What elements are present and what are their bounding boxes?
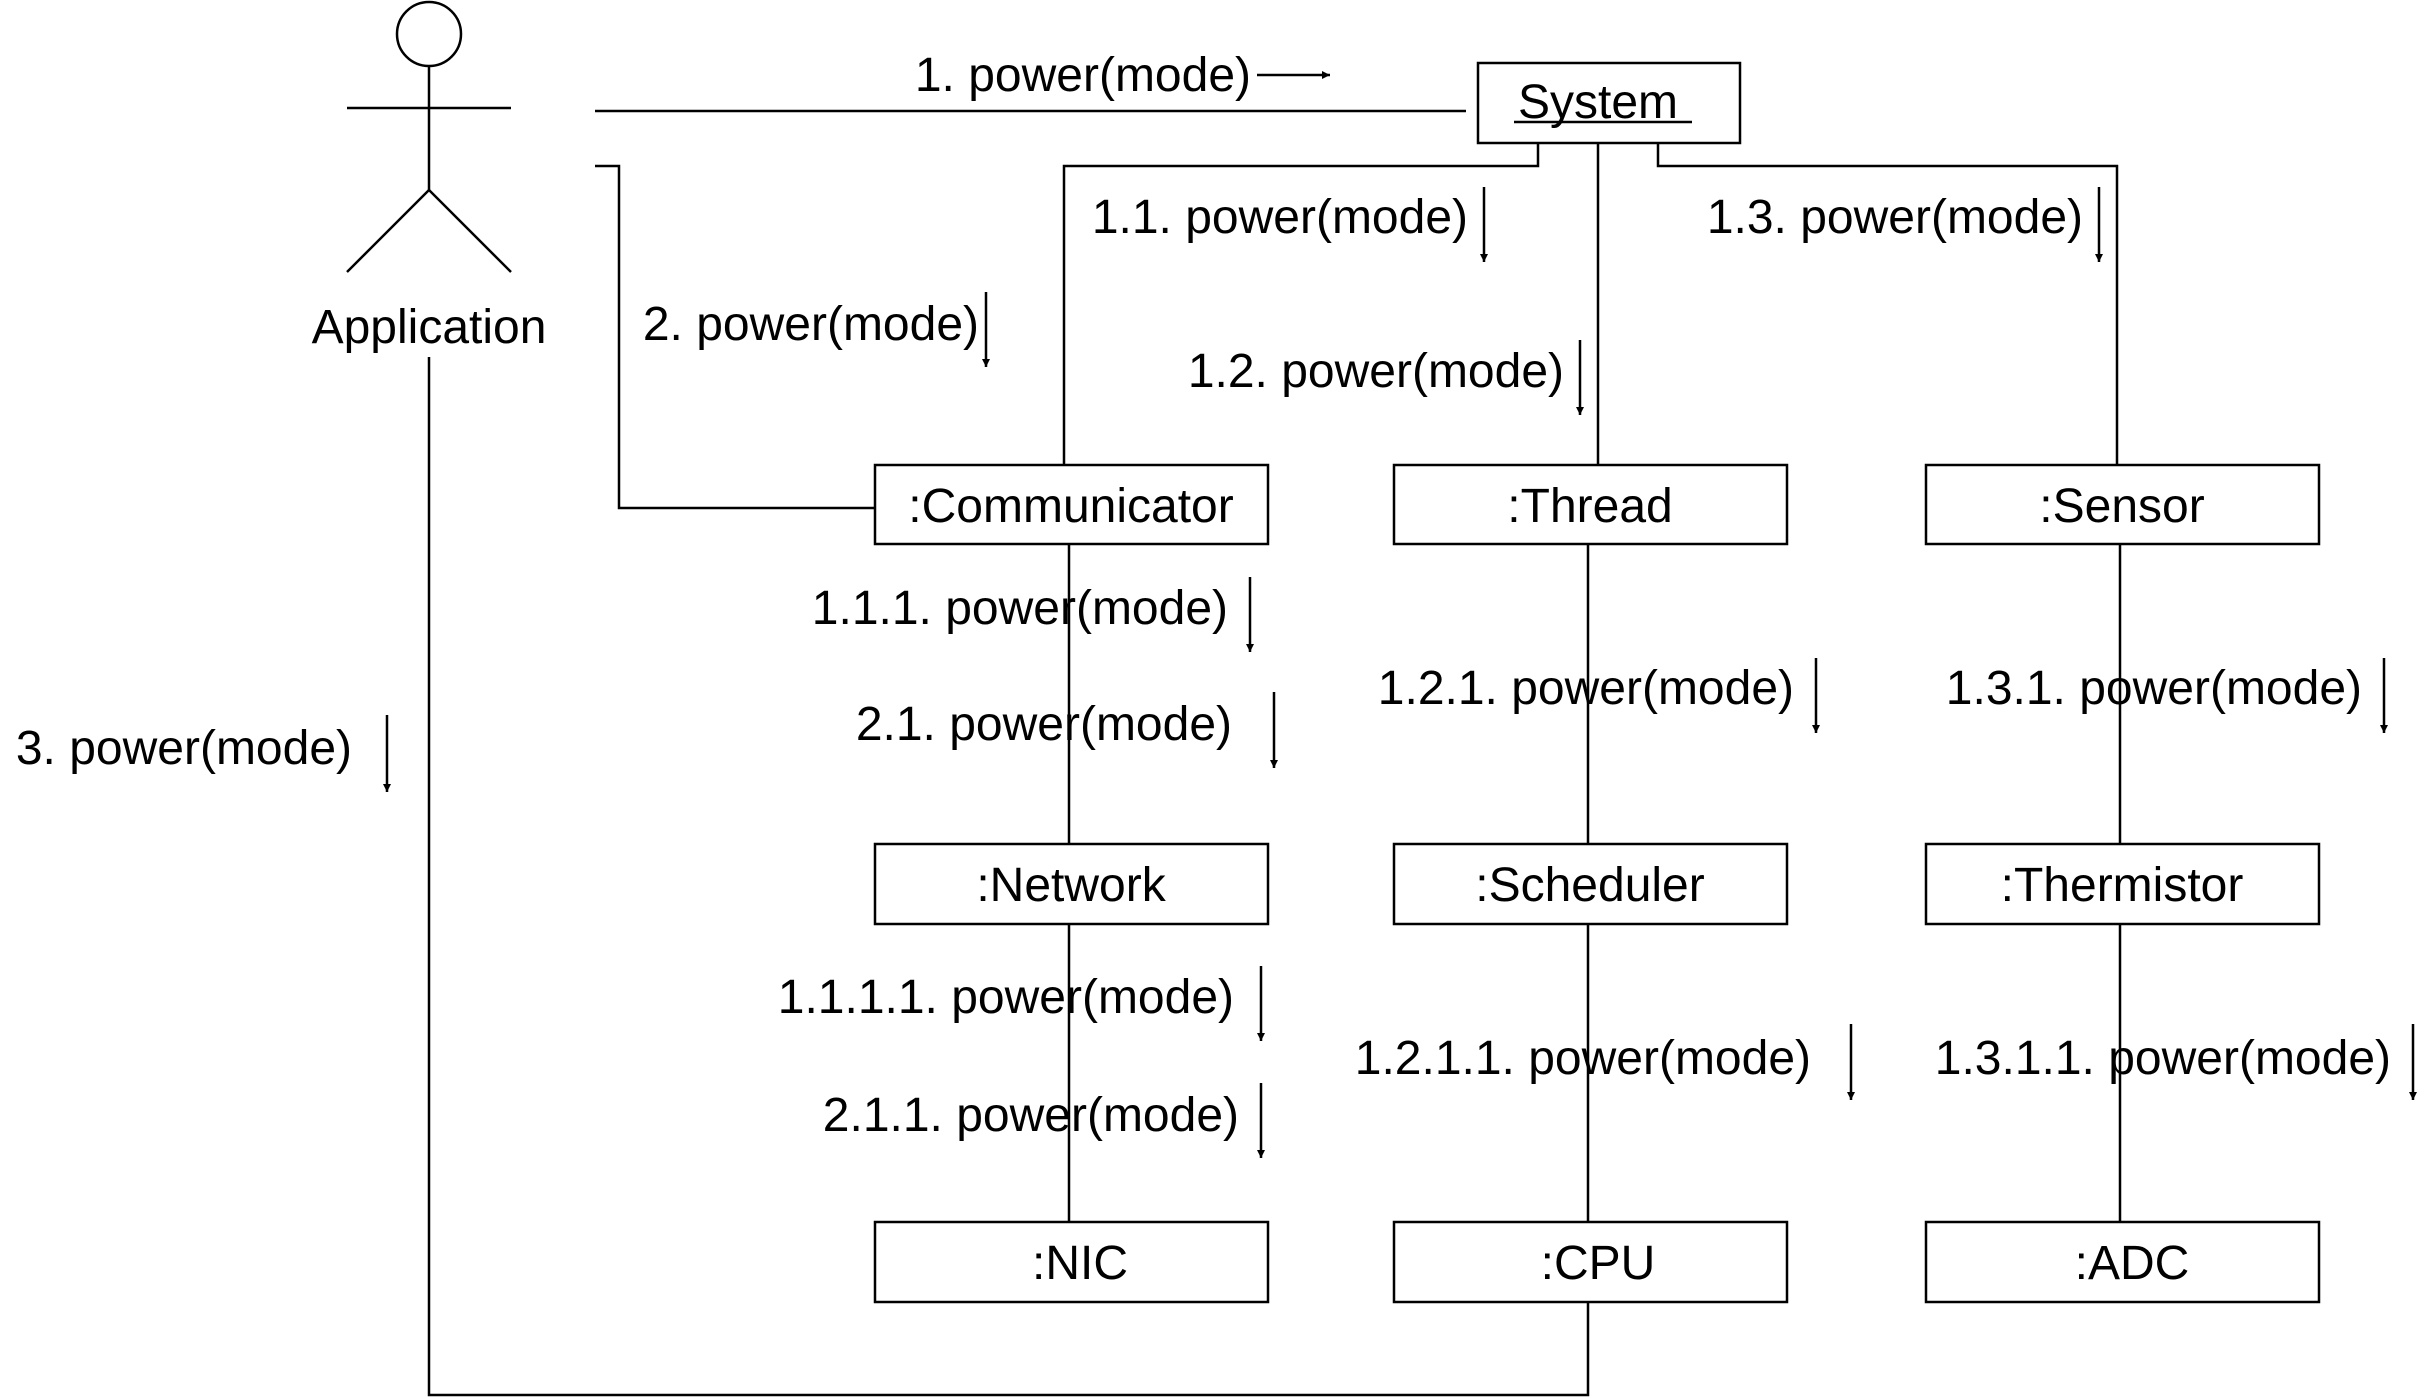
object-label: :Thread [1507,480,1672,533]
object-sensor[interactable]: :Sensor [1924,463,2321,546]
link-application-communicator [595,164,875,510]
object-nic[interactable]: :NIC [873,1220,1270,1304]
object-cpu[interactable]: :CPU [1392,1220,1789,1304]
link-system-communicator [1062,143,1540,465]
message-3: 3. power(mode) [16,722,352,775]
object-label: :CPU [1541,1237,1656,1290]
object-label: System [1518,76,1678,129]
object-box [873,842,1270,926]
message-1-2-1-1: 1.2.1.1. power(mode) [1355,1032,1811,1085]
actor-head [395,0,463,68]
object-box [873,463,1270,546]
links [427,109,2122,1397]
message-labels: 1. power(mode) 1.1. power(mode) 1.3. pow… [16,49,2391,1142]
object-label: :NIC [1032,1237,1128,1290]
object-box [1392,842,1789,926]
message-2: 2. power(mode) [643,298,979,351]
object-box [1924,463,2321,546]
message-1: 1. power(mode) [915,49,1251,102]
message-1-1-1-1: 1.1.1.1. power(mode) [778,971,1234,1024]
message-1-3: 1.3. power(mode) [1707,191,2083,244]
object-label: :Scheduler [1475,859,1704,912]
object-thermistor[interactable]: :Thermistor [1924,842,2321,926]
object-adc[interactable]: :ADC [1924,1220,2321,1304]
object-label: :ADC [2075,1237,2190,1290]
object-label: :Sensor [2039,480,2204,533]
message-arrows [383,71,2417,1158]
object-box [1924,842,2321,926]
actor-left-leg [346,189,430,273]
link-application-cpu [427,357,1590,1397]
message-1-1: 1.1. power(mode) [1092,191,1468,244]
object-box [1924,1220,2321,1304]
application-actor[interactable] [346,0,512,273]
object-system[interactable]: System [1476,61,1742,145]
message-1-3-1-1: 1.3.1.1. power(mode) [1935,1032,2391,1085]
message-1-1-1: 1.1.1. power(mode) [812,582,1228,635]
object-label: :Network [976,859,1166,912]
object-box [873,1220,1270,1304]
actor-right-leg [428,189,512,273]
object-communicator[interactable]: :Communicator [873,463,1270,546]
message-1-2: 1.2. power(mode) [1188,345,1564,398]
object-label: :Thermistor [2001,859,2244,912]
object-thread[interactable]: :Thread [1392,463,1789,546]
object-box [1392,463,1789,546]
object-scheduler[interactable]: :Scheduler [1392,842,1789,926]
message-1-2-1: 1.2.1. power(mode) [1378,662,1794,715]
message-2-1-1: 2.1.1. power(mode) [823,1089,1239,1142]
link-system-sensor [1656,143,2119,465]
message-1-3-1: 1.3.1. power(mode) [1946,662,2362,715]
object-box [1392,1220,1789,1304]
object-network[interactable]: :Network [873,842,1270,926]
message-2-1: 2.1. power(mode) [856,698,1232,751]
actor-name: Application [312,301,547,354]
object-box [1476,61,1742,145]
object-label: :Communicator [908,480,1233,533]
